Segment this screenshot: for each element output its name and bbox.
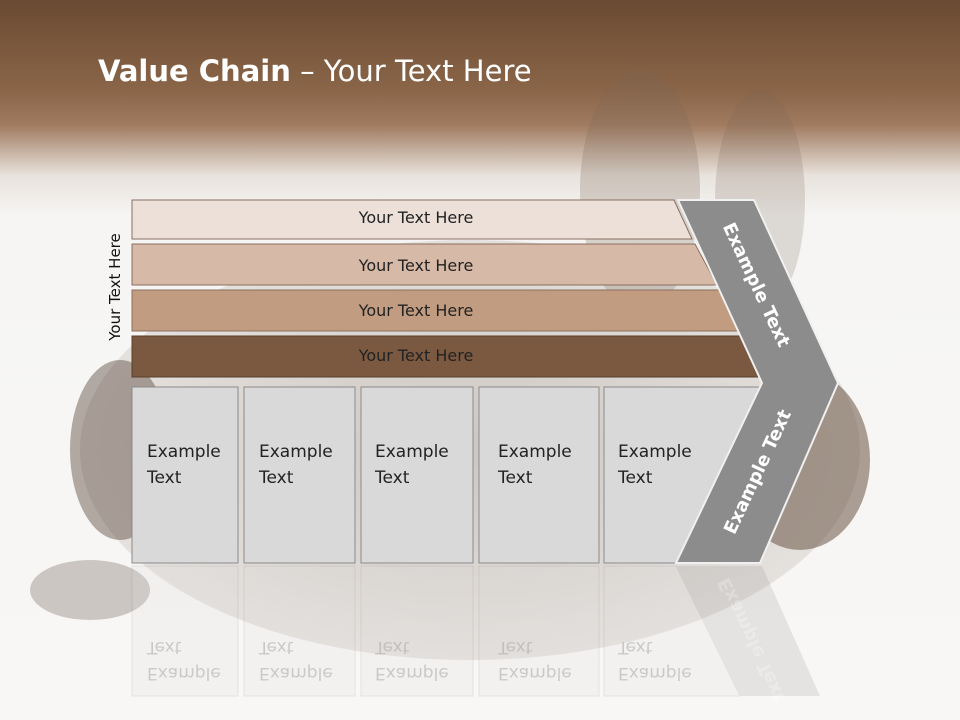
primary-cell-2 xyxy=(243,386,356,564)
support-bar-1 xyxy=(131,199,693,240)
diagram-reflection xyxy=(131,565,820,697)
support-bar-3-label: Your Text Here xyxy=(358,301,474,320)
primary-cell-3 xyxy=(360,386,474,564)
title-bold: Value Chain xyxy=(98,54,291,88)
slide-title: Value Chain – Your Text Here xyxy=(98,54,532,88)
support-bar-2-label: Your Text Here xyxy=(358,256,474,275)
support-bar-1-label: Your Text Here xyxy=(358,208,474,227)
primary-cell-4 xyxy=(478,386,600,564)
support-bar-4-label: Your Text Here xyxy=(358,346,474,365)
title-rest: – Your Text Here xyxy=(290,54,532,88)
primary-cell-1 xyxy=(131,386,239,564)
value-chain-chevron xyxy=(674,199,840,564)
